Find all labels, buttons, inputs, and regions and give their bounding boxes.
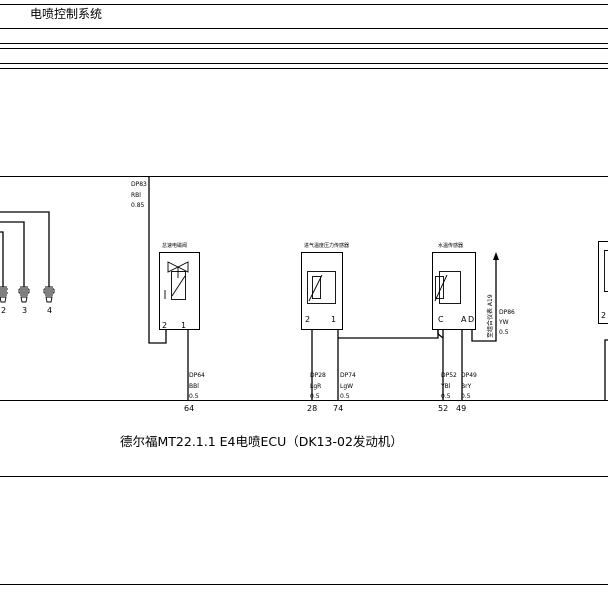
wire-code: DP74 xyxy=(340,372,356,379)
component-title: 进气温度压力传感器 xyxy=(304,242,349,249)
wire-dp28: DP28 LgR 0.5 xyxy=(310,372,326,400)
ecu-pin-number: 49 xyxy=(456,404,466,413)
pin-label: 1 xyxy=(181,321,186,330)
page-title: 电喷控制系统 xyxy=(30,7,103,21)
wire-size: 0.5 xyxy=(310,393,320,400)
header-frame xyxy=(0,4,608,69)
wire-dp49: DP49 BrY 0.5 xyxy=(461,372,477,400)
wire-code: DP64 xyxy=(189,372,205,379)
component-title: 怠速电磁阀 xyxy=(162,242,187,249)
injector-icon xyxy=(43,286,55,303)
wire-color: RBl xyxy=(131,192,141,199)
component-title: 水温传感器 xyxy=(438,242,463,249)
injector-pin-label: 4 xyxy=(47,306,52,315)
injector-pin-label: 2 xyxy=(1,306,6,315)
wire-color: BrY xyxy=(461,383,472,390)
ecu-pin-numbers: 64 28 74 52 49 xyxy=(184,404,466,413)
wire-color: LgW xyxy=(340,383,353,390)
idle-valve: 怠速电磁阀 2 1 xyxy=(159,242,200,400)
wire-size: 0.5 xyxy=(441,393,451,400)
wire-dp83: DP83 RBl 0.85 xyxy=(131,176,167,344)
wire-code: DP49 xyxy=(461,372,477,379)
pin-label: 2 xyxy=(601,311,606,320)
wire-color: YBl xyxy=(440,383,451,390)
right-component: 2 xyxy=(598,241,608,400)
pin-label: 2 xyxy=(305,315,310,324)
injector-icon xyxy=(0,286,8,303)
wire-destination: 至组合仪表 A19 xyxy=(486,294,494,338)
wire-code: DP28 xyxy=(310,372,326,379)
ecu-frame xyxy=(0,176,608,585)
wire-code: DP83 xyxy=(131,181,147,188)
ecu-pin-number: 28 xyxy=(307,404,317,413)
wire-dp52: DP52 YBl 0.5 xyxy=(440,372,457,400)
wire-color: YW xyxy=(498,319,509,326)
wire-code: DP86 xyxy=(499,309,515,316)
ecu-label: 德尔福MT22.1.1 E4电喷ECU（DK13-02发动机） xyxy=(120,434,403,449)
wire-size: 0.5 xyxy=(461,393,471,400)
injector-icon xyxy=(18,286,30,303)
coolant-sensor: 水温传感器 C A D xyxy=(432,242,499,400)
wire-color: LgR xyxy=(310,383,321,390)
wire-dp74: DP74 LgW 0.5 xyxy=(340,372,356,400)
ecu-pin-number: 64 xyxy=(184,404,194,413)
injector-pin-label: 3 xyxy=(22,306,27,315)
pin-label: 2 xyxy=(162,321,167,330)
intake-sensor: 进气温度压力传感器 2 1 xyxy=(301,242,439,400)
wire-size: 0.5 xyxy=(340,393,350,400)
wire-size: 0.5 xyxy=(189,393,199,400)
wire-code: DP52 xyxy=(441,372,457,379)
pin-label: D xyxy=(468,315,474,324)
ecu-pin-number: 52 xyxy=(438,404,448,413)
wire-color: BBl xyxy=(189,383,199,390)
pin-label: C xyxy=(438,315,444,324)
pin-label: A xyxy=(461,315,467,324)
wire-size: 0.5 xyxy=(499,329,509,336)
pin-label: 1 xyxy=(331,315,336,324)
ecu-pin-number: 74 xyxy=(333,404,343,413)
wire-size: 0.85 xyxy=(131,202,145,209)
injector-group: 2 3 4 xyxy=(0,211,55,315)
wire-dp86: 至组合仪表 A19 DP86 YW 0.5 xyxy=(486,294,515,338)
wire-dp64: DP64 BBl 0.5 xyxy=(189,372,205,400)
